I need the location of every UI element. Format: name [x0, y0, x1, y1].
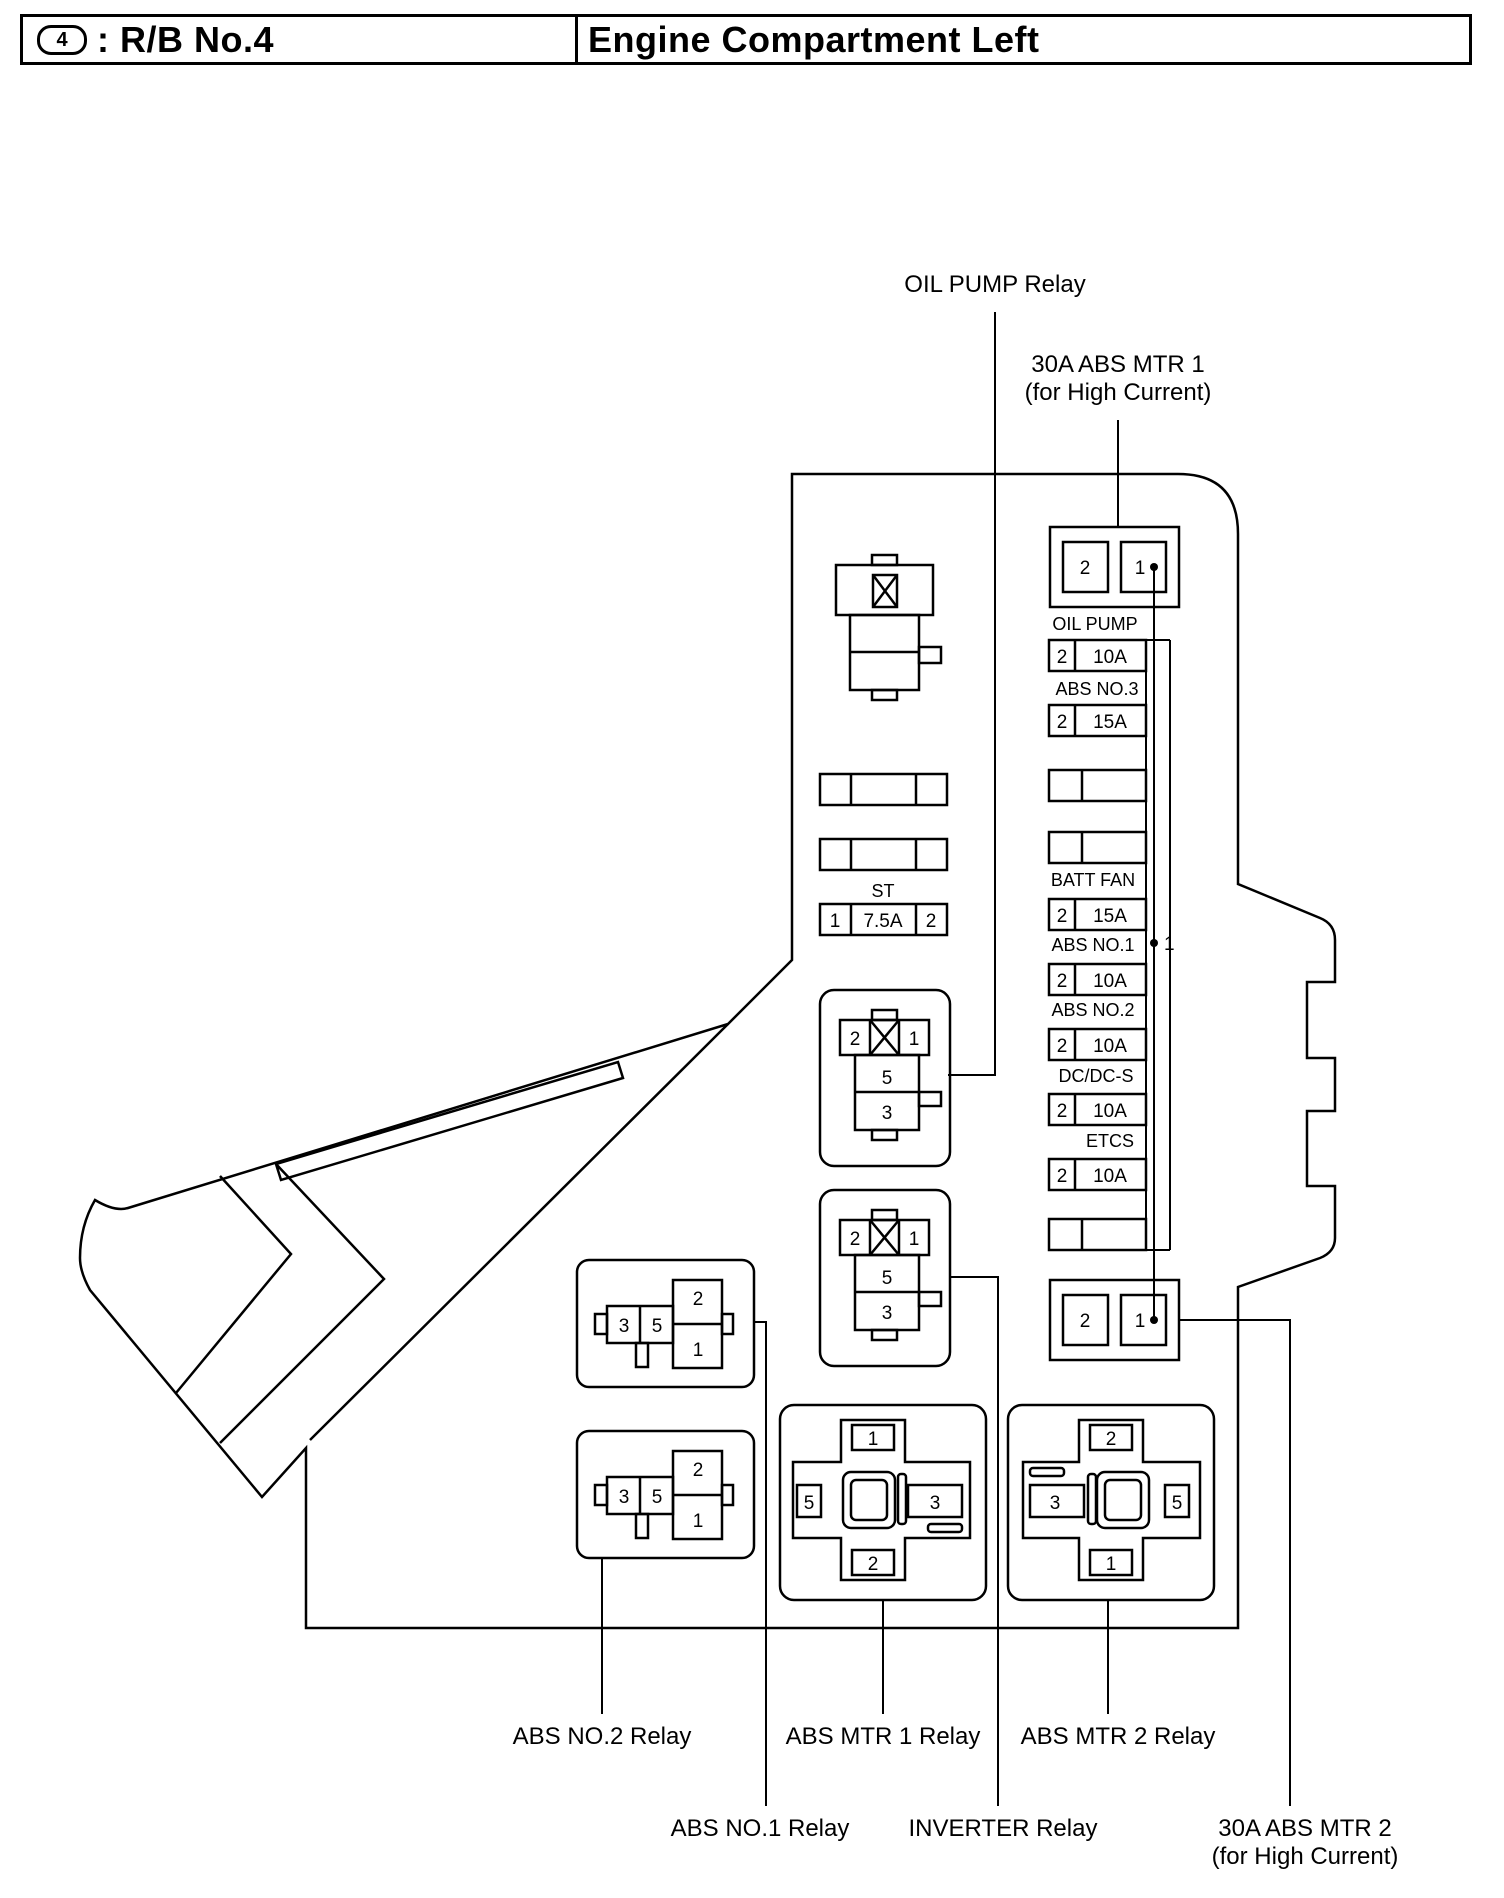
abs-mtr1-fuse-pin-1: 1	[1135, 558, 1146, 579]
abs-mtr1-relay-label: ABS MTR 1 Relay	[786, 1723, 981, 1750]
abs-mtr2-relay-label: ABS MTR 2 Relay	[1021, 1723, 1216, 1750]
fuse-batt-fan-name: BATT FAN	[1051, 870, 1135, 890]
abs-mtr2-fuse-leader	[1179, 1319, 1291, 1806]
st-fuse-pin-right: 2	[926, 911, 937, 932]
abs-mtr2-relay-pin-1: 1	[1106, 1554, 1117, 1575]
abs-no2-relay-pin-3: 3	[619, 1487, 630, 1508]
st-fuse-name: ST	[871, 881, 894, 901]
fuse-abs-no2-name: ABS NO.2	[1051, 1000, 1134, 1020]
abs-mtr2-fuse-dot	[1150, 1316, 1158, 1324]
fuse-abs-no2-pin: 2	[1057, 1036, 1068, 1057]
abs-no2-relay-pin-1: 1	[693, 1511, 704, 1532]
block-name: : R/B No.4	[97, 18, 275, 60]
location-name: Engine Compartment Left	[588, 18, 1040, 60]
st-fuse-pin-left: 1	[830, 911, 841, 932]
fuse-abs-no1-rating: 10A	[1093, 971, 1127, 992]
fuse-column	[1047, 638, 1148, 1252]
inverter-relay-label: INVERTER Relay	[909, 1815, 1098, 1842]
inverter-relay-pin-2: 2	[850, 1229, 861, 1250]
abs-mtr1-fuse-label-2: (for High Current)	[1025, 379, 1212, 406]
abs-mtr1-fuse-block	[1048, 525, 1181, 609]
abs-mtr2-relay-pin-5: 5	[1172, 1493, 1183, 1514]
abs-no2-relay-pin-5: 5	[652, 1487, 663, 1508]
abs-mtr2-relay-pin-2: 2	[1106, 1429, 1117, 1450]
abs-mtr2-fuse-pin-1: 1	[1135, 1311, 1146, 1332]
abs-mtr1-relay-pin-1: 1	[868, 1429, 879, 1450]
abs-no1-relay-socket	[575, 1258, 756, 1389]
abs-no1-relay-label: ABS NO.1 Relay	[671, 1815, 850, 1842]
fuse-dcdc-s-rating: 10A	[1093, 1101, 1127, 1122]
bus-dot	[1150, 939, 1158, 947]
bus-label: 1	[1164, 934, 1175, 955]
st-fuse-rating: 7.5A	[863, 911, 902, 932]
fuse-abs-no3-name: ABS NO.3	[1055, 679, 1138, 699]
abs-no1-relay-leader	[754, 1321, 767, 1806]
abs-mtr1-relay-pin-2: 2	[868, 1554, 879, 1575]
fuse-abs-no1-name: ABS NO.1	[1051, 935, 1134, 955]
fuse-oil-pump-rating: 10A	[1093, 647, 1127, 668]
abs-no1-relay-pin-1: 1	[693, 1340, 704, 1361]
abs-mtr1-relay-pin-5: 5	[804, 1493, 815, 1514]
fuse-oil-pump-name: OIL PUMP	[1052, 614, 1137, 634]
abs-mtr2-relay-socket	[1006, 1403, 1216, 1602]
fuse-abs-no3-pin: 2	[1057, 712, 1068, 733]
fuse-etcs-name: ETCS	[1086, 1131, 1134, 1151]
housing-arm-lines	[175, 1023, 729, 1444]
fuse-abs-no2-rating: 10A	[1093, 1036, 1127, 1057]
abs-mtr1-fuse-label-1: 30A ABS MTR 1	[1031, 351, 1204, 378]
fuse-abs-no3-rating: 15A	[1093, 712, 1127, 733]
abs-no2-relay-pin-2: 2	[693, 1460, 704, 1481]
oil-pump-relay-pin-1: 1	[909, 1029, 920, 1050]
abs-mtr2-fuse-label-1: 30A ABS MTR 2	[1218, 1815, 1391, 1842]
oil-pump-relay-pin-5: 5	[882, 1068, 893, 1089]
inverter-relay-pin-1: 1	[909, 1229, 920, 1250]
inverter-relay-leader	[950, 1276, 999, 1806]
block-number-badge: 4	[37, 24, 87, 55]
oil-pump-relay-pin-2: 2	[850, 1029, 861, 1050]
blank-fuse-slots-left	[818, 772, 949, 872]
abs-mtr1-relay-pin-3: 3	[930, 1493, 941, 1514]
fuse-dcdc-s-pin: 2	[1057, 1101, 1068, 1122]
abs-no2-relay-socket	[575, 1429, 756, 1560]
abs-no1-relay-pin-5: 5	[652, 1316, 663, 1337]
fuse-batt-fan-pin: 2	[1057, 906, 1068, 927]
oil-pump-relay-leader	[948, 312, 996, 1076]
oil-pump-relay-pin-3: 3	[882, 1103, 893, 1124]
abs-mtr2-fuse-block	[1048, 1278, 1181, 1362]
abs-mtr1-fuse-pin-2: 2	[1080, 558, 1091, 579]
fuse-oil-pump-pin: 2	[1057, 647, 1068, 668]
title-bar: 4 : R/B No.4 Engine Compartment Left	[20, 14, 1472, 65]
fuse-batt-fan-rating: 15A	[1093, 906, 1127, 927]
abs-mtr2-fuse-pin-2: 2	[1080, 1311, 1091, 1332]
abs-mtr2-fuse-label-2: (for High Current)	[1212, 1843, 1399, 1870]
block-id-cell: 4 : R/B No.4	[23, 17, 578, 62]
fuse-etcs-rating: 10A	[1093, 1166, 1127, 1187]
abs-no1-relay-pin-3: 3	[619, 1316, 630, 1337]
st-fuse	[818, 902, 949, 937]
abs-mtr2-relay-pin-3: 3	[1050, 1493, 1061, 1514]
fuse-dcdc-s-name: DC/DC-S	[1059, 1066, 1134, 1086]
inverter-relay-pin-3: 3	[882, 1303, 893, 1324]
inverter-relay-pin-5: 5	[882, 1268, 893, 1289]
abs-no1-relay-pin-2: 2	[693, 1289, 704, 1310]
housing-outline	[78, 472, 1337, 1630]
abs-no2-relay-label: ABS NO.2 Relay	[513, 1723, 692, 1750]
fuse-etcs-pin: 2	[1057, 1166, 1068, 1187]
oil-pump-relay-socket	[818, 988, 952, 1168]
location-cell: Engine Compartment Left	[578, 17, 1469, 62]
top-relay-socket	[834, 553, 943, 702]
oil-pump-relay-label: OIL PUMP Relay	[904, 271, 1085, 298]
fuse-abs-no1-pin: 2	[1057, 971, 1068, 992]
